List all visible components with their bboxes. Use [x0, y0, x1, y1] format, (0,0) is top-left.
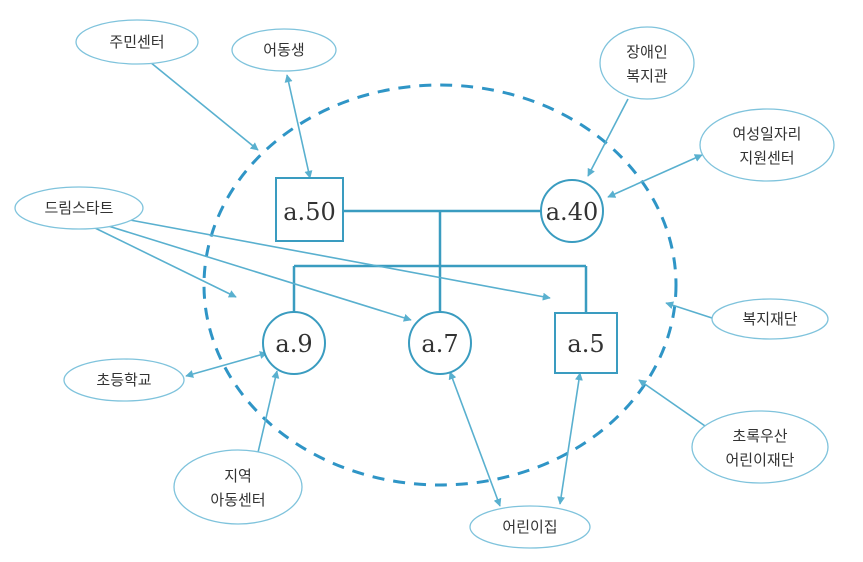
resource-women-job-center-line2: 지원센터	[739, 149, 794, 167]
connection-arrows	[94, 61, 719, 507]
resource-siblings-label: 어동생	[263, 41, 304, 59]
resource-community-center: 주민센터	[75, 19, 199, 65]
arrow-elementary-school	[185, 351, 268, 378]
resource-daycare-label: 어린이집	[502, 518, 557, 536]
node-a7-label: a.7	[421, 330, 458, 358]
resource-welfare-foundation: 복지재단	[711, 298, 829, 340]
resource-disability-welfare-line2: 복지관	[626, 67, 668, 85]
resource-green-umbrella: 초록우산 어린이재단	[691, 410, 829, 484]
node-a9: a.9	[262, 311, 326, 375]
resource-elementary-school: 초등학교	[63, 358, 185, 402]
resource-green-umbrella-line1: 초록우산	[732, 427, 787, 445]
resource-daycare: 어린이집	[469, 505, 591, 549]
arrow-daycare-a5	[557, 372, 583, 505]
arrow-dreamstart-a5	[129, 219, 551, 301]
node-a7: a.7	[408, 311, 472, 375]
node-a40: a.40	[540, 179, 604, 243]
resource-elementary-school-label: 초등학교	[96, 371, 151, 389]
resource-dream-start: 드림스타트	[14, 186, 144, 230]
arrow-dreamstart-a7	[104, 224, 412, 322]
resource-local-children-center-line1: 지역	[224, 467, 252, 485]
genogram-lines	[292, 209, 588, 313]
family-boundary	[202, 83, 678, 487]
resource-women-job-center: 여성일자리 지원센터	[699, 108, 835, 182]
resource-dream-start-label: 드림스타트	[44, 199, 113, 217]
arrow-disability-welfare	[587, 98, 629, 177]
node-a50: a.50	[275, 177, 344, 242]
resource-local-children-center-line2: 아동센터	[210, 491, 265, 509]
node-a9-label: a.9	[275, 330, 312, 358]
resource-green-umbrella-line2: 어린이재단	[725, 451, 794, 469]
arrow-dreamstart-a9	[94, 227, 237, 298]
resource-disability-welfare: 장애인 복지관	[599, 26, 695, 100]
resource-disability-welfare-line1: 장애인	[626, 43, 667, 61]
arrow-welfare-foundation	[665, 301, 713, 319]
arrow-siblings	[284, 74, 313, 179]
node-a5: a.5	[554, 312, 618, 374]
arrow-women-job-center	[607, 154, 703, 198]
node-a5-label: a.5	[567, 330, 604, 358]
node-a40-label: a.40	[546, 198, 598, 226]
resource-siblings: 어동생	[231, 28, 337, 72]
resource-community-center-label: 주민센터	[109, 33, 164, 51]
arrow-local-children-center	[253, 370, 280, 462]
arrow-community-center	[149, 61, 259, 151]
node-a50-label: a.50	[283, 198, 335, 226]
resource-women-job-center-line1: 여성일자리	[732, 125, 801, 143]
resource-local-children-center: 지역 아동센터	[173, 449, 303, 525]
resource-welfare-foundation-label: 복지재단	[742, 310, 797, 328]
arrow-daycare-a7	[448, 371, 502, 507]
